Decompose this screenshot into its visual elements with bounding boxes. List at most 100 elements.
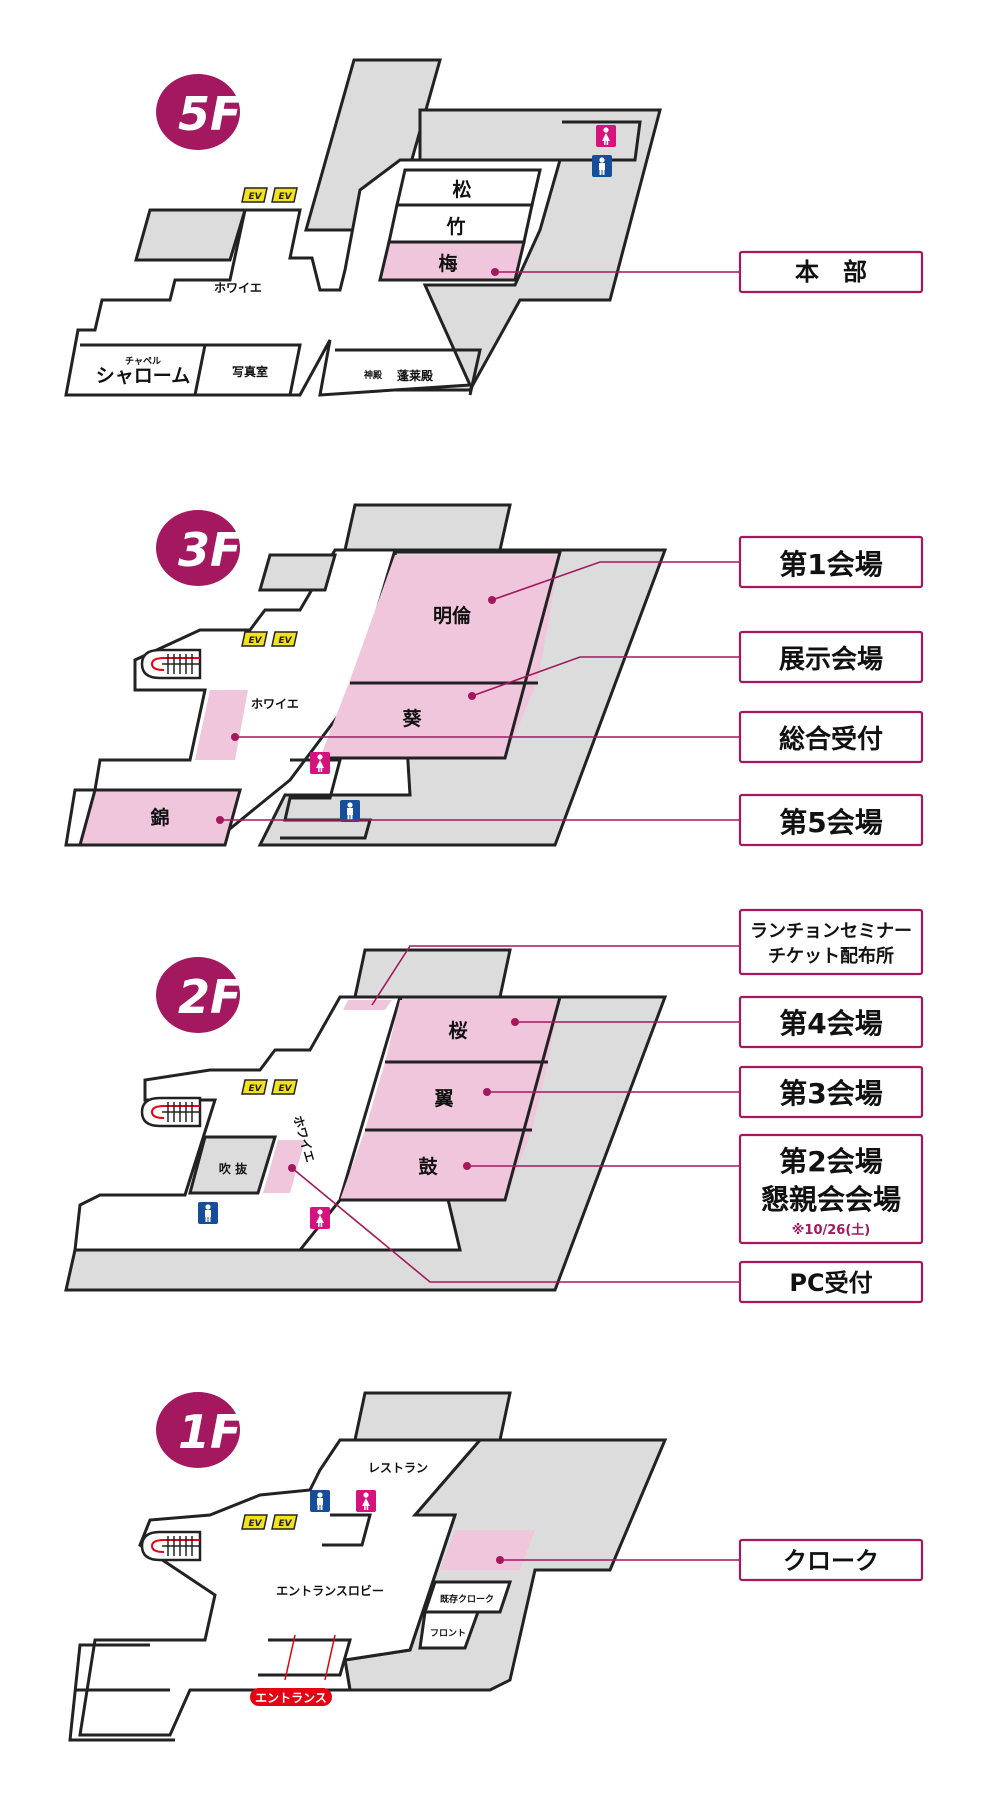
room-pc-desk	[263, 1140, 305, 1193]
label-existing-cloak: 既存クローク	[440, 1593, 494, 1605]
callout-dai5: 第5会場	[738, 793, 924, 847]
ev-label: EV	[278, 636, 292, 646]
toilet-male-icon	[198, 1202, 218, 1224]
label-ume: 梅	[438, 252, 457, 275]
floor-2f-gray-top	[353, 948, 512, 999]
callout-ticket-label: チケット配布所	[768, 945, 894, 967]
label-chapel-small: チャペル	[125, 356, 161, 367]
room-block-2f-wall	[340, 995, 562, 1202]
room-foyer-3f-desk	[195, 690, 248, 760]
label-chapel: シャローム	[96, 365, 190, 387]
label-lobby: エントランスロビー	[276, 1583, 384, 1598]
callout-dai2-label: 第2会場	[779, 1145, 882, 1178]
room-meirin	[350, 555, 560, 680]
callout-dai4-label: 第4会場	[779, 1007, 882, 1040]
toilet-male-icon	[592, 155, 612, 177]
leader-dai1	[491, 561, 740, 601]
floor-3f-label: 3F	[178, 523, 241, 577]
floor-3f-wc-walls	[280, 758, 372, 840]
label-matsu: 松	[452, 178, 471, 201]
ev-label: EV	[278, 1519, 292, 1529]
room-fukinuke	[188, 1135, 278, 1195]
label-restaurant: レストラン	[368, 1461, 428, 1475]
callout-lunch-label: ランチョンセミナー	[750, 921, 912, 942]
leader-lunch	[371, 945, 740, 1006]
label-front: フロント	[430, 1628, 466, 1639]
floor-1f-gray-top	[353, 1391, 512, 1442]
floor-1f-outline	[78, 1438, 484, 1737]
callout-dai4: 第4会場	[738, 995, 924, 1049]
label-fukinuke: 吹 抜	[219, 1161, 248, 1176]
room-lunch-ticket	[343, 1000, 392, 1010]
callout-sogo: 総合受付	[738, 710, 924, 764]
floor-5f-badge: 5F	[156, 74, 241, 150]
toilet-female-icon	[356, 1490, 376, 1512]
callout-dai5-label: 第5会場	[779, 806, 882, 839]
room-nishiki	[78, 788, 242, 847]
label-shrine: 蓬莱殿	[397, 368, 434, 383]
floor-1f-left-wing	[68, 1643, 175, 1742]
room-cloak	[440, 1530, 535, 1570]
room-photo	[205, 343, 302, 396]
callout-tenji-label: 展示会場	[779, 645, 883, 675]
floor-1f-label: 1F	[178, 1405, 241, 1459]
ev-label: EV	[248, 636, 262, 646]
callout-dai3: 第3会場	[738, 1065, 924, 1119]
floor-3f: 3F 明倫 葵 ホワイエ 錦 EV EV 第1会場	[64, 503, 924, 847]
entrance-badge: エントランス	[250, 1688, 332, 1706]
escalator-icon	[140, 1530, 202, 1562]
floor-3f-badge: 3F	[156, 510, 241, 586]
label-photo: 写真室	[232, 364, 268, 379]
ev-label: EV	[248, 1519, 262, 1529]
escalator-icon	[140, 1096, 202, 1128]
floor-2f-label: 2F	[178, 970, 241, 1024]
ev-label: EV	[278, 1084, 292, 1094]
label-take: 竹	[445, 215, 465, 238]
floor-5f-gray-block-b	[134, 208, 248, 262]
callout-pc: PC受付	[738, 1260, 924, 1304]
floor-2f-badge: 2F	[156, 957, 241, 1033]
room-meirin-aoi-wall	[320, 550, 562, 760]
room-aoi	[320, 680, 538, 758]
label-sakura: 桜	[448, 1019, 467, 1042]
label-meirin: 明倫	[433, 604, 472, 627]
callout-dai1: 第1会場	[738, 535, 924, 589]
callout-honbu-label: 本 部	[795, 258, 867, 286]
room-front	[418, 1610, 481, 1650]
floor-1f-wc-walls	[322, 1513, 372, 1547]
floor-1f: 1F レストラン エントランスロビー 既存クローク フロント EV EV エント…	[68, 1391, 924, 1742]
label-aoi: 葵	[401, 707, 422, 730]
floor-1f-badge: 1F	[156, 1392, 241, 1468]
toilet-female-icon	[310, 1207, 330, 1229]
toilet-male-icon	[310, 1490, 330, 1512]
callout-date-note: ※10/26(土)	[792, 1222, 870, 1238]
room-tsuzumi	[340, 1130, 532, 1200]
label-entrance: エントランス	[255, 1691, 327, 1705]
room-sakura	[385, 1000, 560, 1062]
callout-cloak: クローク	[738, 1538, 924, 1582]
floor-2f: 2F 桜 翼 鼓 吹 抜 ホワイエ EV EV	[64, 908, 924, 1304]
callout-dai3-label: 第3会場	[779, 1077, 882, 1110]
label-foyer-5f: ホワイエ	[214, 281, 262, 295]
room-ume	[378, 240, 526, 282]
label-shrine-small: 神殿	[364, 369, 383, 381]
room-tsubasa	[365, 1062, 548, 1130]
floor-5f: 5F 松 竹 梅 チャペル シャローム 写真室 神殿 蓬莱殿 ホワイエ EV E…	[64, 58, 924, 397]
callout-dai1-label: 第1会場	[779, 548, 882, 581]
label-nishiki: 錦	[150, 806, 169, 829]
ev-label: EV	[278, 192, 292, 202]
callout-tenji: 展示会場	[738, 630, 924, 684]
callout-lunch: ランチョンセミナー チケット配布所	[738, 908, 924, 976]
ev-label: EV	[248, 192, 262, 202]
callout-sogo-label: 総合受付	[779, 724, 883, 755]
floor-2f-outline	[73, 995, 403, 1252]
floor-3f-gray-top	[343, 503, 512, 552]
label-foyer-3f: ホワイエ	[251, 697, 299, 711]
callout-dai2: 第2会場 懇親会会場 ※10/26(土)	[738, 1133, 924, 1245]
label-tsuzumi: 鼓	[418, 1155, 438, 1178]
callout-honbu: 本 部	[738, 250, 924, 294]
callout-pc-label: PC受付	[789, 1269, 872, 1297]
room-shrine	[335, 348, 482, 396]
callout-konshinkai-label: 懇親会会場	[761, 1183, 901, 1216]
toilet-female-icon	[596, 125, 616, 147]
